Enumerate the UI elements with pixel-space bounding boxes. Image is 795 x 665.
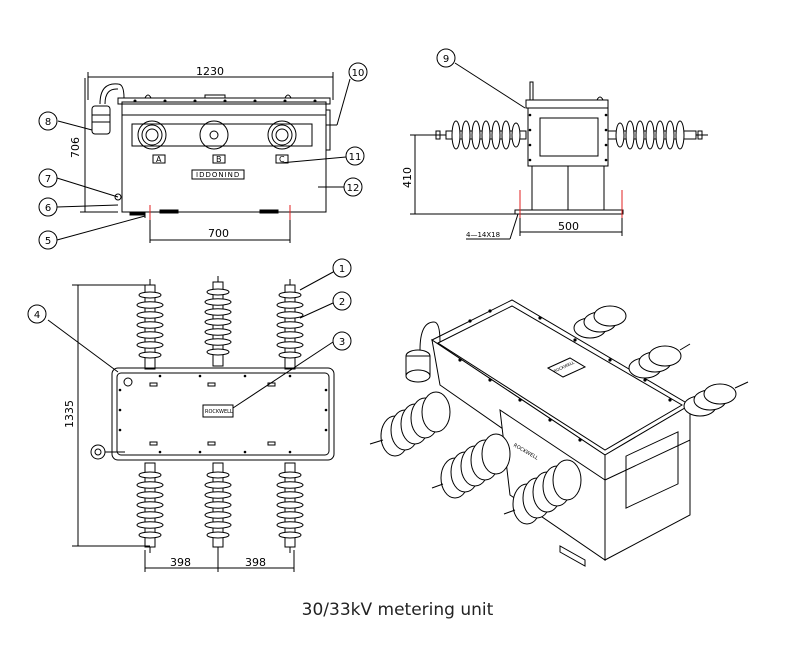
dim-700: 700 (208, 227, 229, 240)
item-number-3: 3 (339, 337, 345, 348)
iso-view (369, 299, 749, 567)
top-view-texts: 1335 398 398 ROCKWELL (63, 400, 266, 569)
item-number-2: 2 (339, 297, 345, 308)
top-view (47, 270, 336, 572)
top-view-bubble-texts: 1 2 3 4 (34, 264, 345, 348)
dim-1335: 1335 (63, 400, 76, 428)
front-view-bubble-texts: 10 8 7 6 5 11 12 (45, 68, 365, 247)
item-number-1: 1 (339, 264, 345, 275)
figure-caption: 30/33kV metering unit (301, 600, 494, 620)
phase-label-c: C (279, 155, 285, 164)
item-number-6: 6 (45, 203, 51, 214)
dim-1230: 1230 (196, 65, 224, 78)
holes-spec: 4—14X18 (466, 231, 500, 239)
item-number-7: 7 (45, 174, 51, 185)
side-view (410, 62, 708, 240)
phase-label-a: A (156, 155, 162, 164)
top-nameplate: ROCKWELL (205, 409, 233, 415)
phase-label-b: B (216, 155, 222, 164)
item-number-8: 8 (45, 117, 51, 128)
dim-398-right: 398 (245, 556, 266, 569)
side-view-bubbles: 9 (436, 48, 456, 68)
front-view-texts: 1230 706 700 A B C IDDONIND (69, 65, 285, 240)
dim-410: 410 (401, 167, 414, 188)
item-number-11: 11 (349, 152, 362, 163)
item-number-9: 9 (443, 54, 449, 65)
item-number-5: 5 (45, 236, 51, 247)
front-view-bubbles (38, 62, 368, 250)
item-number-12: 12 (347, 183, 360, 194)
top-view-bubbles (27, 258, 352, 351)
front-view (56, 72, 351, 243)
item-number-4: 4 (34, 310, 40, 321)
dim-398-left: 398 (170, 556, 191, 569)
dim-500: 500 (558, 220, 579, 233)
dim-706: 706 (69, 137, 82, 158)
front-nameplate: IDDONIND (196, 171, 240, 179)
item-number-10: 10 (352, 68, 365, 79)
side-view-texts: 410 500 4—14X18 (401, 167, 579, 239)
